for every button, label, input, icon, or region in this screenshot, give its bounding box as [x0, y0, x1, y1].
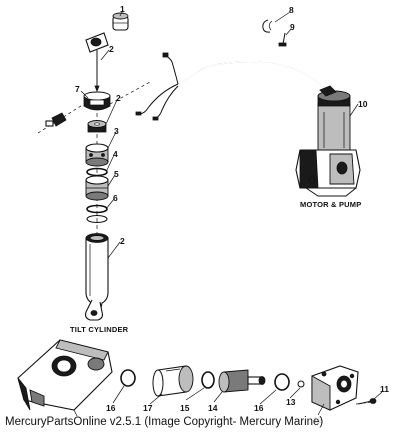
callout-9: 9: [290, 22, 295, 32]
part-15-o-ring: [201, 371, 215, 389]
callout-5: 5: [114, 169, 119, 179]
callout-6: 6: [113, 193, 118, 203]
part-6-o-ring: [86, 204, 108, 214]
trunnion-housing: [17, 339, 113, 419]
callout-8: 8: [289, 5, 294, 15]
motor-leaders: [274, 11, 359, 117]
part-16-o-ring-right: [274, 373, 290, 391]
callout-11: 11: [380, 384, 389, 394]
callout-17: 17: [143, 403, 153, 413]
part-16-o-ring-left: [120, 369, 136, 387]
caption-motor-pump: MOTOR & PUMP: [300, 200, 361, 209]
motor-wires: [135, 52, 329, 121]
callout-16-left: 16: [106, 403, 116, 413]
callout-7: 7: [75, 84, 80, 94]
part-14-piston: [218, 369, 266, 393]
callout-2-cap: 2: [116, 93, 121, 103]
callout-1: 1: [120, 4, 125, 14]
part-13-ball: [297, 380, 305, 388]
callout-2-cylinder: 2: [120, 236, 125, 246]
part-17-sleeve: [152, 365, 194, 397]
part-9-screw: [278, 32, 287, 47]
callout-14: 14: [208, 403, 218, 413]
part-7-bracket: [83, 91, 111, 111]
callout-4: 4: [113, 149, 118, 159]
copyright-notice: MercuryPartsOnline v2.5.1 (Image Copyrig…: [3, 416, 326, 428]
callout-13: 13: [286, 397, 296, 407]
part-3-piston: [85, 143, 109, 167]
callout-15: 15: [180, 403, 190, 413]
part-1-pin: [112, 12, 129, 31]
part-5-valve: [85, 175, 109, 201]
part-2-cap: [87, 120, 107, 133]
tilt-leaders: [80, 11, 123, 259]
part-11-bolt: [355, 398, 377, 405]
part-2-rod-end: [85, 32, 109, 93]
callout-2-rod: 2: [109, 44, 114, 54]
callout-3: 3: [114, 126, 119, 136]
caption-tilt-cylinder: TILT CYLINDER: [70, 325, 129, 334]
lower-leaders: [112, 385, 383, 416]
part-8-clip: [262, 19, 273, 33]
callout-16-right: 16: [254, 403, 264, 413]
part-6-o-ring-lower: [86, 214, 108, 224]
part-2-tilt-cylinder: [84, 233, 109, 321]
part-12-end-cap: [311, 365, 359, 411]
callout-10: 10: [358, 99, 368, 109]
part-10-motor-pump: [295, 85, 361, 197]
